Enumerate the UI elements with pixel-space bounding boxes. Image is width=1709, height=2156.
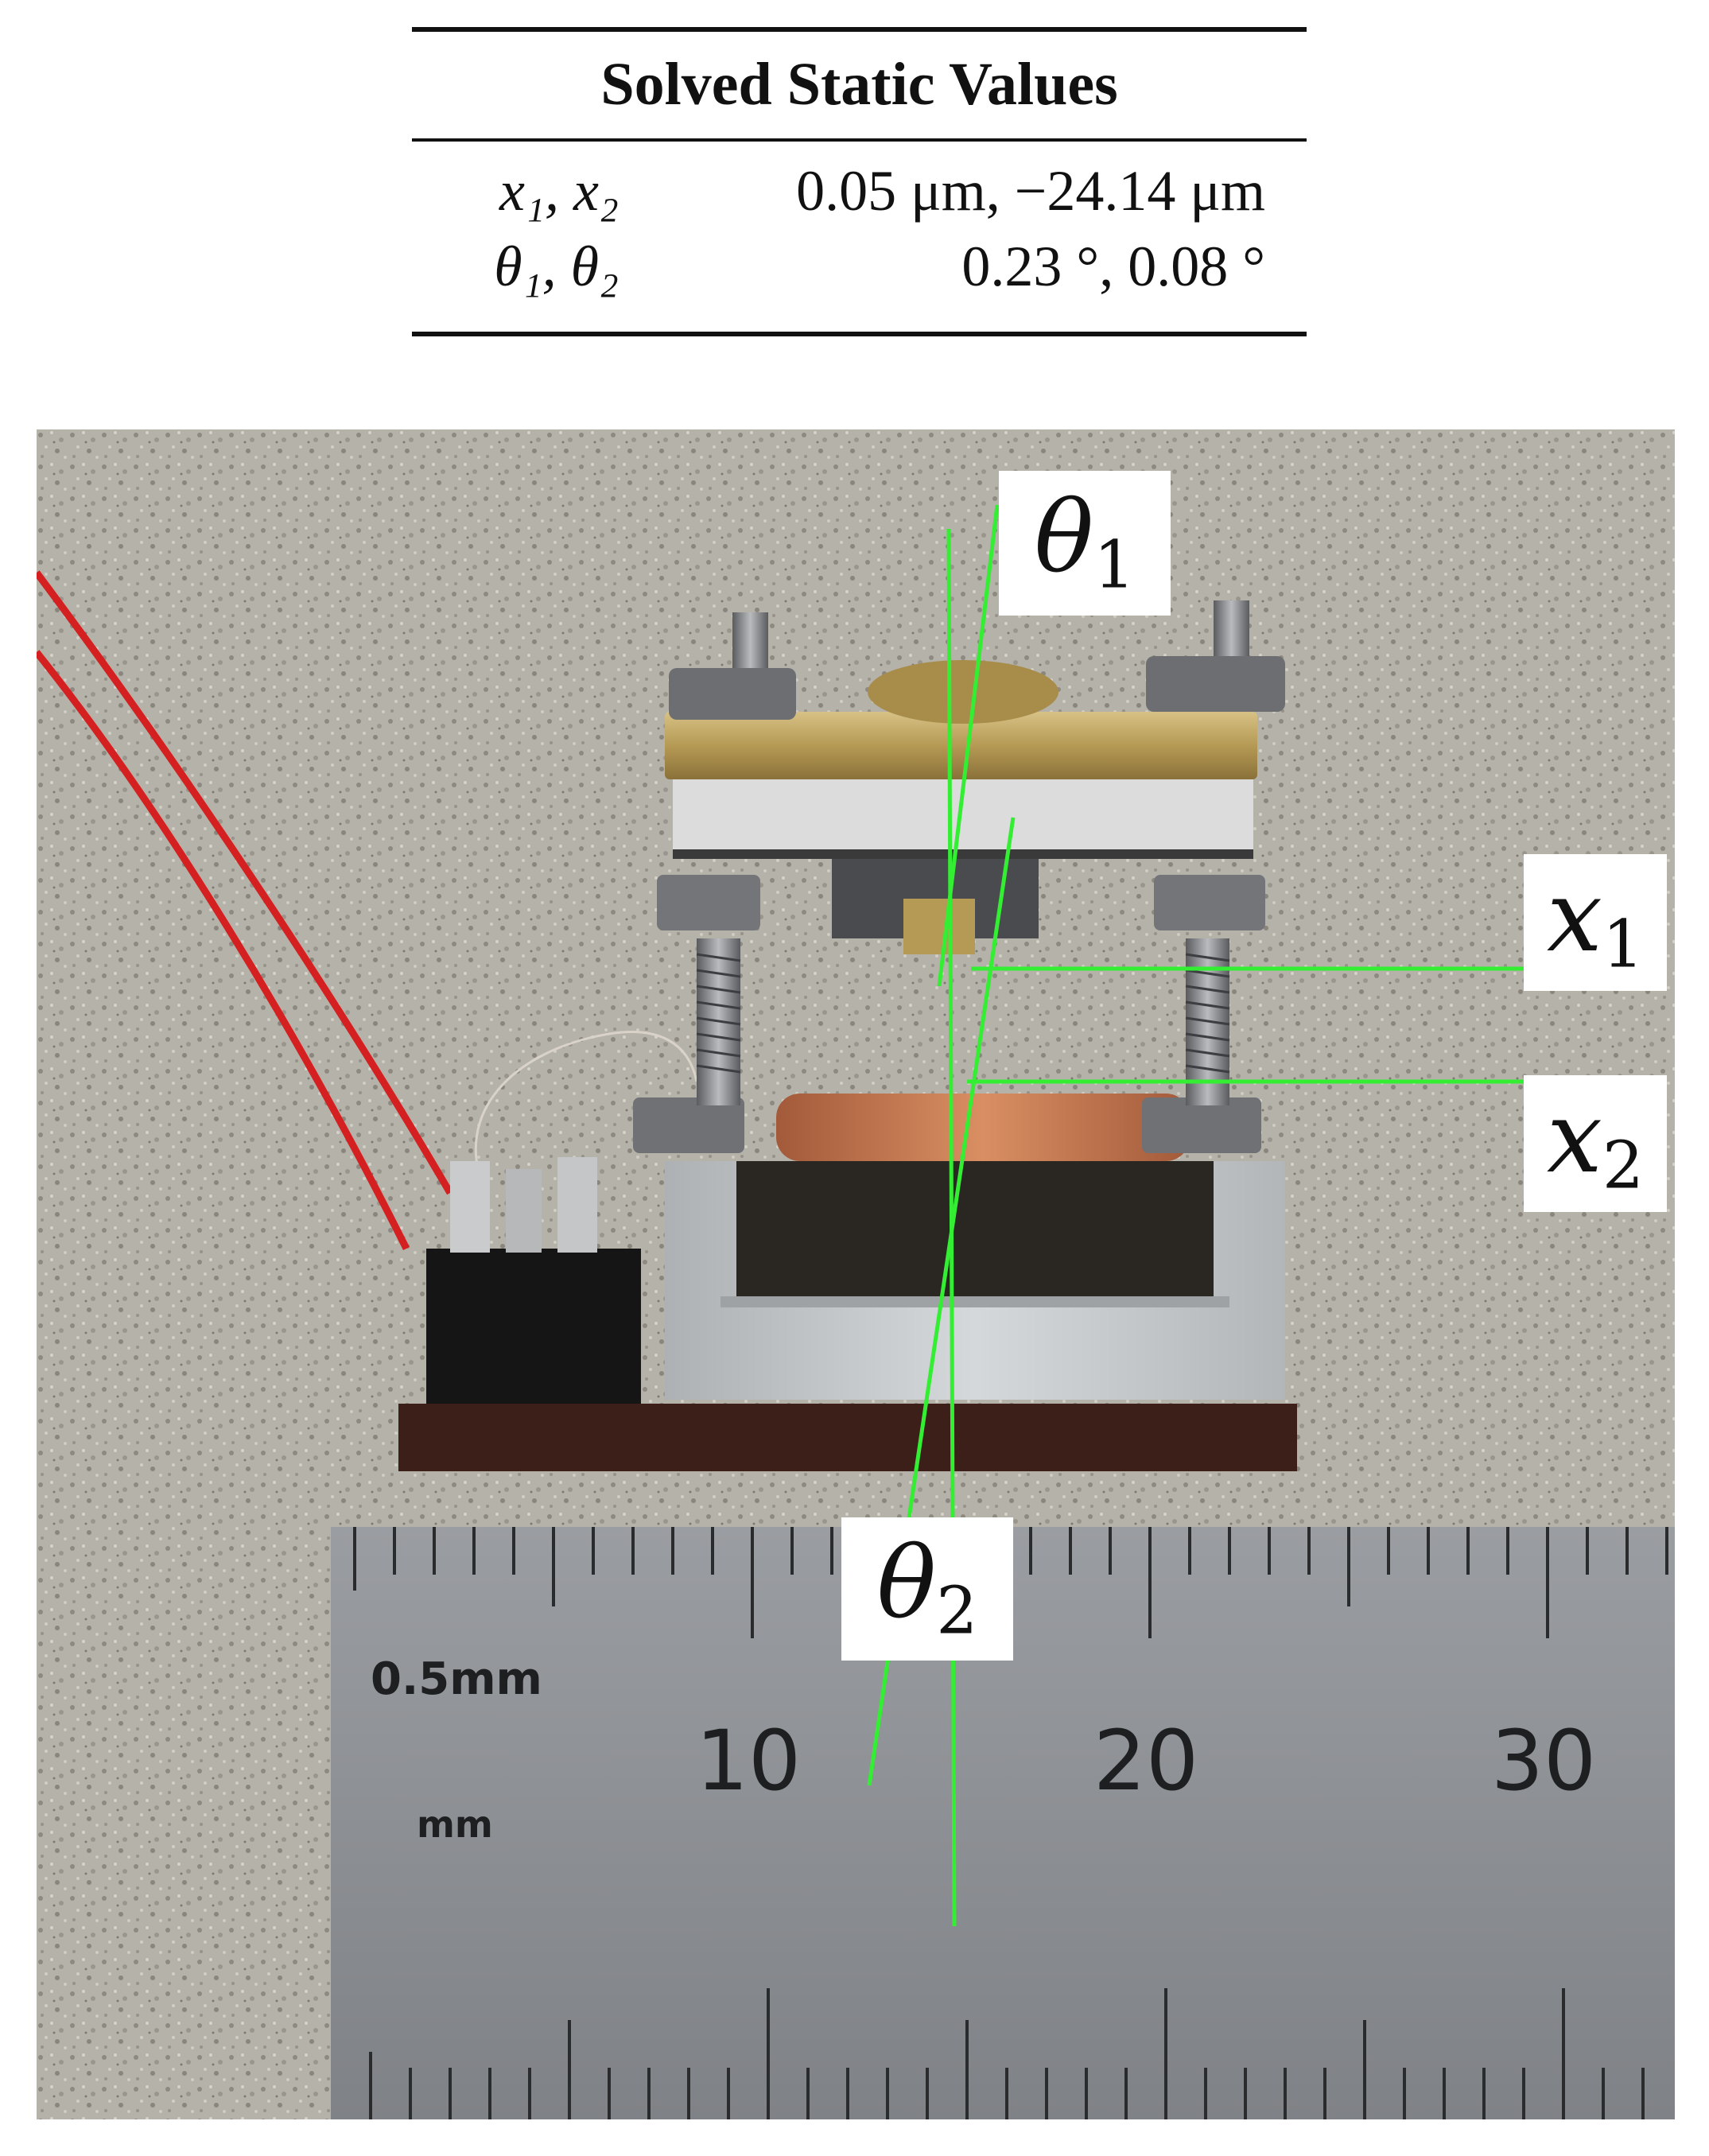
ruler-ticks-top	[353, 1527, 1668, 1638]
device-photo: 0.5mm mm 10 20 30 θ1 x1 x2 θ2	[37, 429, 1675, 2119]
lower-right-nut	[1142, 1097, 1261, 1153]
red-wire	[37, 570, 453, 1195]
lower-left-nut	[633, 1097, 744, 1153]
frame-edge	[720, 1296, 1229, 1307]
top-right-nut	[1146, 656, 1285, 712]
table-title: Solved Static Values	[600, 51, 1118, 118]
table-header-rule	[412, 138, 1307, 142]
ruler-ticks-bottom	[369, 1988, 1645, 2119]
base-plate	[398, 1404, 1297, 1471]
x1-label: x1	[1524, 854, 1667, 991]
theta1-label: θ1	[999, 471, 1171, 616]
theta1-tilt-line	[937, 504, 1000, 987]
results-table: Solved Static Values x₁, x₂ 0.05 μm, −24…	[412, 27, 1307, 337]
solder-pin	[557, 1157, 597, 1253]
ruler-unit-label: mm	[417, 1803, 493, 1846]
rod-threads	[696, 953, 1230, 1074]
row-label: x₁, x₂	[499, 159, 619, 223]
table-bottom-rule	[412, 332, 1307, 336]
brass-knob	[868, 660, 1058, 724]
row-label: θ₁, θ₂	[494, 235, 619, 298]
brass-top-plate	[665, 712, 1257, 779]
connector-block	[426, 1249, 641, 1416]
x2-label: x2	[1524, 1075, 1667, 1212]
plate-gap	[673, 849, 1253, 859]
solder-pin	[506, 1169, 542, 1253]
ruler-number-20: 20	[1093, 1712, 1198, 1809]
ruler-number-10: 10	[696, 1712, 801, 1809]
row-value: 0.05 μm, −24.14 μm	[796, 159, 1265, 223]
copper-coil	[776, 1094, 1190, 1161]
table-row: θ₁, θ₂ 0.23 °, 0.08 °	[412, 238, 1307, 314]
table-top-rule	[412, 27, 1307, 32]
theta2-label: θ2	[841, 1517, 1013, 1661]
mirror-holder	[903, 899, 975, 954]
ruler-scale-label: 0.5mm	[371, 1653, 542, 1705]
top-left-nut	[669, 668, 796, 720]
frame-opening	[736, 1161, 1214, 1296]
lead-wire	[474, 1031, 698, 1194]
middle-right-nut	[1154, 875, 1265, 930]
row-value: 0.23 °, 0.08 °	[961, 235, 1265, 298]
solder-pin	[450, 1161, 490, 1253]
red-wire	[37, 650, 410, 1251]
photo-illustration: 0.5mm mm 10 20 30	[37, 429, 1675, 2119]
table-row: x₁, x₂ 0.05 μm, −24.14 μm	[412, 162, 1307, 239]
middle-left-nut	[657, 875, 760, 930]
ruler-number-30: 30	[1491, 1712, 1596, 1809]
